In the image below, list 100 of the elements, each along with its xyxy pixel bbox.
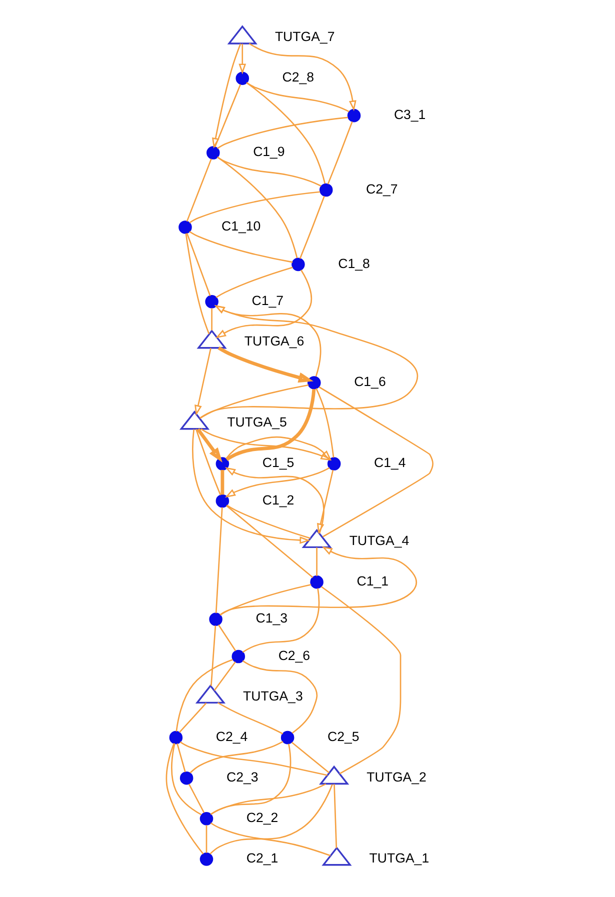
connector [217, 702, 284, 734]
node-triangle [227, 25, 258, 44]
connector [176, 659, 234, 732]
arrow [248, 43, 356, 112]
node-label: C1_5 [262, 455, 294, 470]
connector [291, 742, 330, 774]
node-triangle [319, 765, 350, 785]
connector [189, 230, 293, 263]
arrow [218, 346, 314, 383]
connector [210, 783, 326, 815]
connector [226, 504, 311, 539]
connector [327, 121, 353, 184]
node-label: C1_10 [221, 218, 261, 234]
node-circle [169, 730, 183, 744]
node-circle [178, 220, 192, 234]
arrow [238, 44, 246, 74]
node-label: C1_4 [374, 455, 406, 470]
connector [226, 388, 316, 461]
arrow [214, 305, 322, 377]
node-label: C1_1 [356, 573, 389, 588]
node-label: C1_6 [354, 374, 386, 390]
connector [217, 156, 322, 187]
connector [200, 384, 309, 419]
node-circle [347, 108, 361, 122]
node-circle [280, 730, 294, 744]
connector [217, 156, 298, 258]
node-label: C1_3 [256, 610, 288, 626]
arrow [194, 348, 212, 416]
connector [242, 660, 318, 734]
node-label: C2_1 [246, 850, 278, 866]
node-circle [200, 812, 214, 826]
node-label: TUTGA_2 [366, 769, 426, 784]
connector [316, 388, 334, 458]
node-label: C1_8 [338, 256, 370, 271]
connector [215, 507, 223, 614]
node-circle [310, 575, 324, 589]
connector [214, 84, 242, 148]
arrow [226, 436, 332, 460]
node-label: C2_6 [278, 648, 310, 663]
node-label: C3_1 [394, 106, 426, 122]
connector [190, 740, 284, 774]
node-label: C1_9 [253, 144, 285, 160]
connector [188, 784, 205, 813]
node-circle [216, 494, 230, 508]
connector [180, 741, 328, 776]
connector [316, 548, 318, 576]
node-circle [292, 258, 305, 272]
connector [166, 743, 204, 854]
connector [178, 702, 207, 733]
node-label: TUTGA_3 [243, 688, 303, 704]
connector [318, 386, 434, 538]
node-label: TUTGA_6 [244, 334, 304, 348]
node-circle [319, 183, 333, 197]
node-triangle [179, 410, 210, 430]
connector [185, 233, 210, 334]
node-triangle [302, 528, 332, 548]
node-label: TUTGA_7 [274, 29, 335, 44]
connector [220, 470, 224, 495]
connector [176, 743, 186, 772]
connector [218, 624, 236, 652]
connector [210, 822, 331, 856]
node-circle [205, 295, 218, 308]
arrow [200, 305, 418, 418]
arrow [220, 546, 418, 616]
connector [186, 158, 212, 222]
node-label: C2_7 [366, 181, 398, 196]
connector [189, 191, 320, 224]
connector [216, 266, 293, 298]
arrow [192, 429, 310, 544]
node-triangle [195, 684, 226, 704]
connector [299, 196, 325, 259]
connector [242, 588, 320, 653]
node-circle [236, 72, 250, 85]
connector [211, 308, 212, 330]
node-label: C2_2 [246, 810, 278, 825]
arrow [224, 467, 324, 534]
connector [195, 428, 222, 496]
node-label: C2_5 [328, 728, 360, 744]
connector [186, 233, 211, 296]
node-circle [327, 457, 341, 470]
node-label: C2_4 [216, 728, 248, 744]
connector [334, 784, 338, 848]
connector [220, 584, 312, 616]
node-label: TUTGA_1 [369, 850, 430, 866]
node-circle [180, 771, 194, 785]
connector [246, 82, 326, 184]
node-label: TUTGA_4 [349, 532, 410, 548]
arrow [196, 428, 222, 462]
connector [246, 82, 350, 112]
arrow [212, 44, 242, 149]
connector [214, 661, 236, 691]
node-label: C2_8 [282, 70, 314, 85]
node-circle [200, 852, 214, 866]
node-label: C1_7 [252, 292, 284, 308]
node-circle [308, 376, 321, 390]
connector [210, 626, 216, 686]
node-circle [216, 457, 230, 470]
node-triangle [322, 846, 352, 866]
arrow [215, 270, 312, 338]
node-label: C1_2 [262, 492, 294, 508]
